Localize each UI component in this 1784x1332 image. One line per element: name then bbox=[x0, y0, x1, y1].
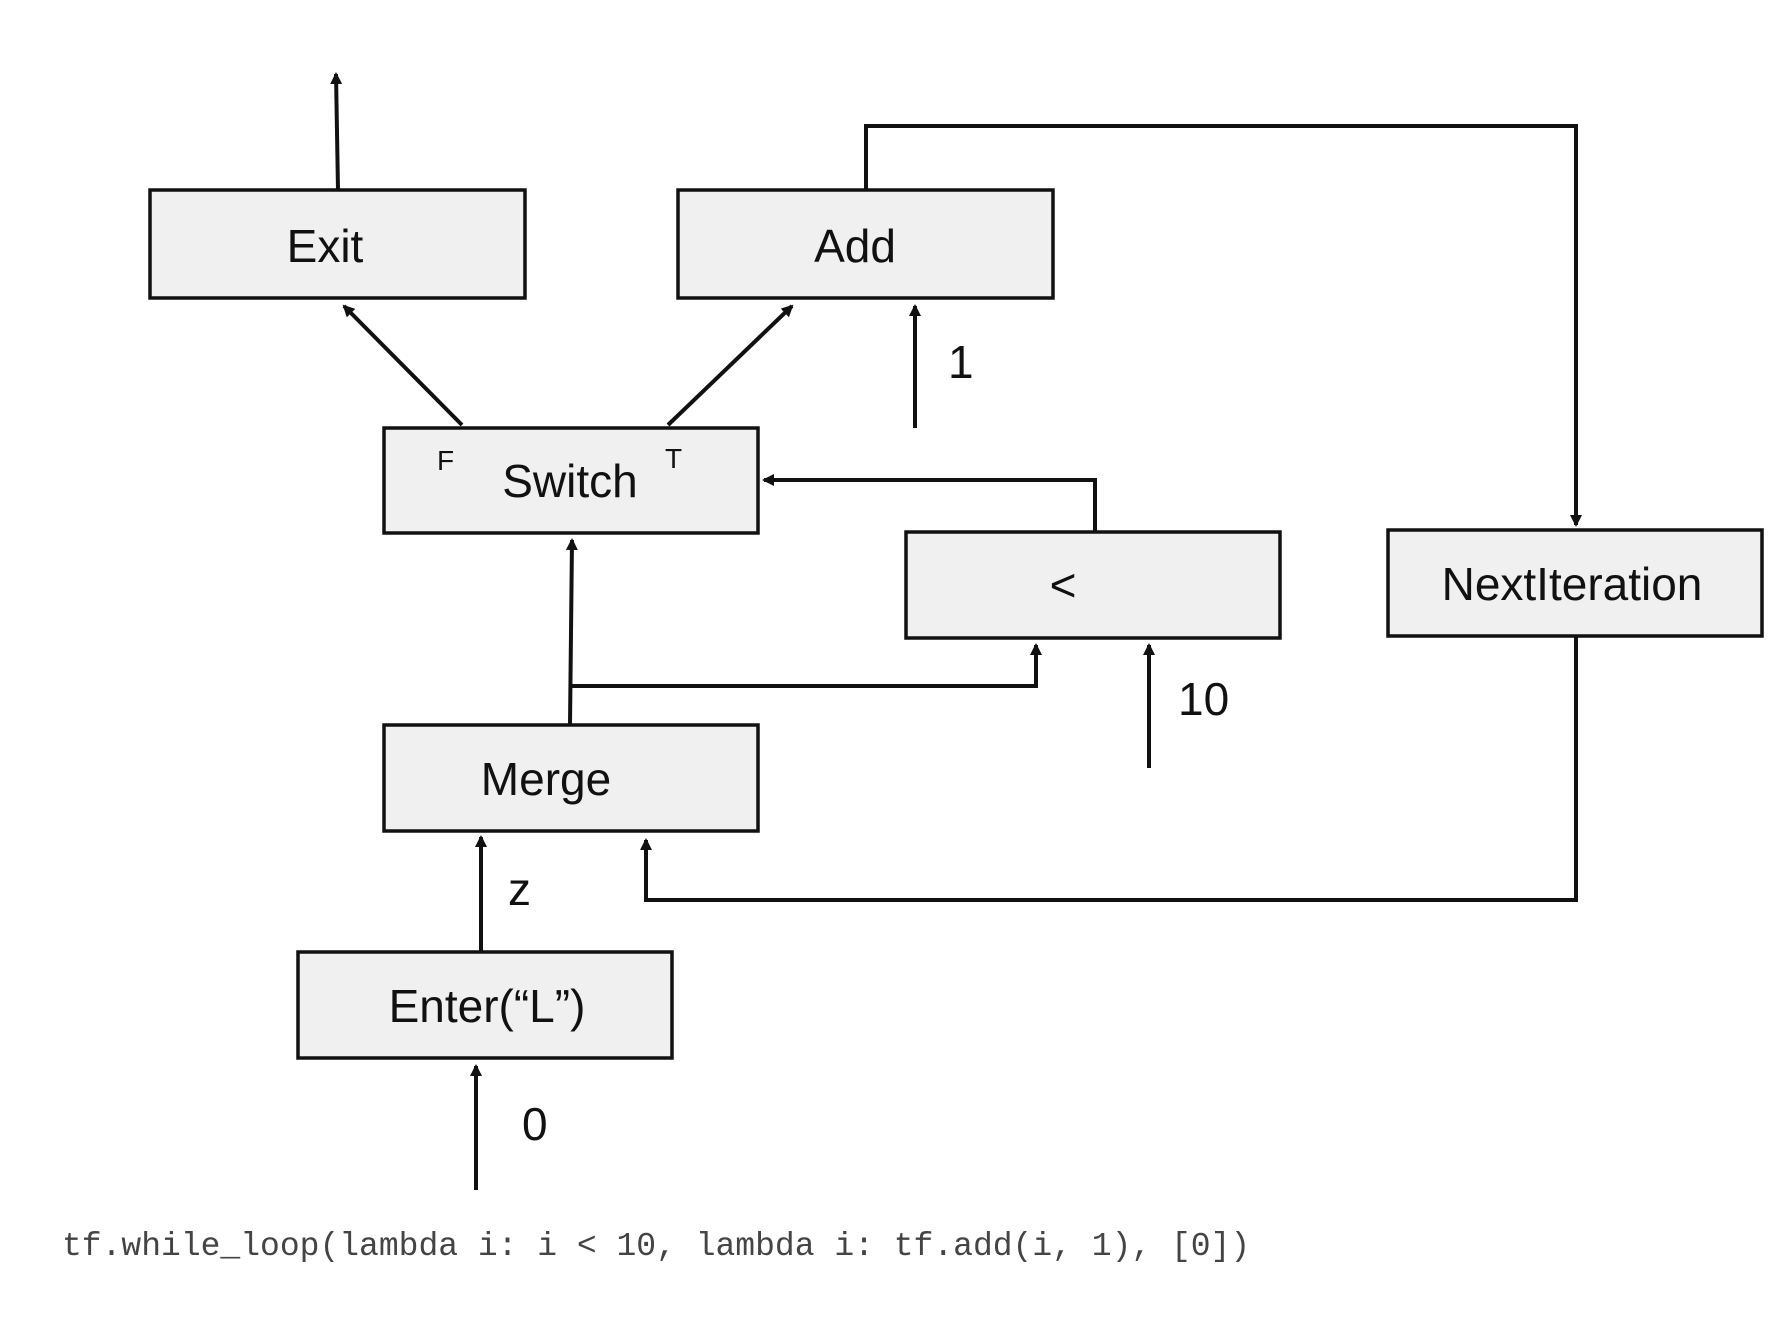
node-exit: Exit bbox=[148, 188, 527, 300]
edge-label-initial-input: 0 bbox=[522, 1098, 548, 1150]
node-exit-label: Exit bbox=[287, 220, 364, 272]
edge-label-compare-constant: 10 bbox=[1178, 673, 1229, 725]
node-less-than-label: < bbox=[1050, 559, 1077, 611]
node-switch-label: Switch bbox=[502, 455, 637, 507]
code-snippet: tf.while_loop(lambda i: i < 10, lambda i… bbox=[62, 1228, 1251, 1265]
edge-add-to-next-iteration bbox=[864, 124, 1582, 527]
node-enter: Enter(“L”) bbox=[296, 950, 674, 1060]
node-merge: Merge bbox=[382, 723, 760, 833]
edge-merge-to-less-than bbox=[571, 643, 1042, 688]
edge-less-than-to-switch bbox=[762, 474, 1097, 532]
node-switch: F Switch T bbox=[382, 426, 760, 535]
edge-merge-to-switch bbox=[565, 538, 578, 726]
edge-label-enter-to-merge: z bbox=[508, 863, 531, 915]
switch-false-port-label: F bbox=[437, 445, 454, 476]
node-next-iteration-label: NextIteration bbox=[1442, 558, 1703, 610]
edge-switch-true-to-add bbox=[666, 304, 794, 427]
node-add: Add bbox=[676, 188, 1055, 300]
edge-next-iteration-to-merge bbox=[640, 637, 1578, 902]
edge-switch-false-to-exit bbox=[342, 304, 464, 427]
node-enter-label: Enter(“L”) bbox=[389, 980, 586, 1032]
node-next-iteration: NextIteration bbox=[1386, 528, 1764, 638]
switch-true-port-label: T bbox=[665, 443, 682, 474]
edge-label-add-constant: 1 bbox=[948, 336, 974, 388]
node-less-than: < bbox=[904, 530, 1282, 640]
edges bbox=[330, 72, 1582, 1190]
node-add-label: Add bbox=[814, 220, 896, 272]
edge-exit-output bbox=[330, 72, 343, 191]
node-merge-label: Merge bbox=[481, 753, 611, 805]
